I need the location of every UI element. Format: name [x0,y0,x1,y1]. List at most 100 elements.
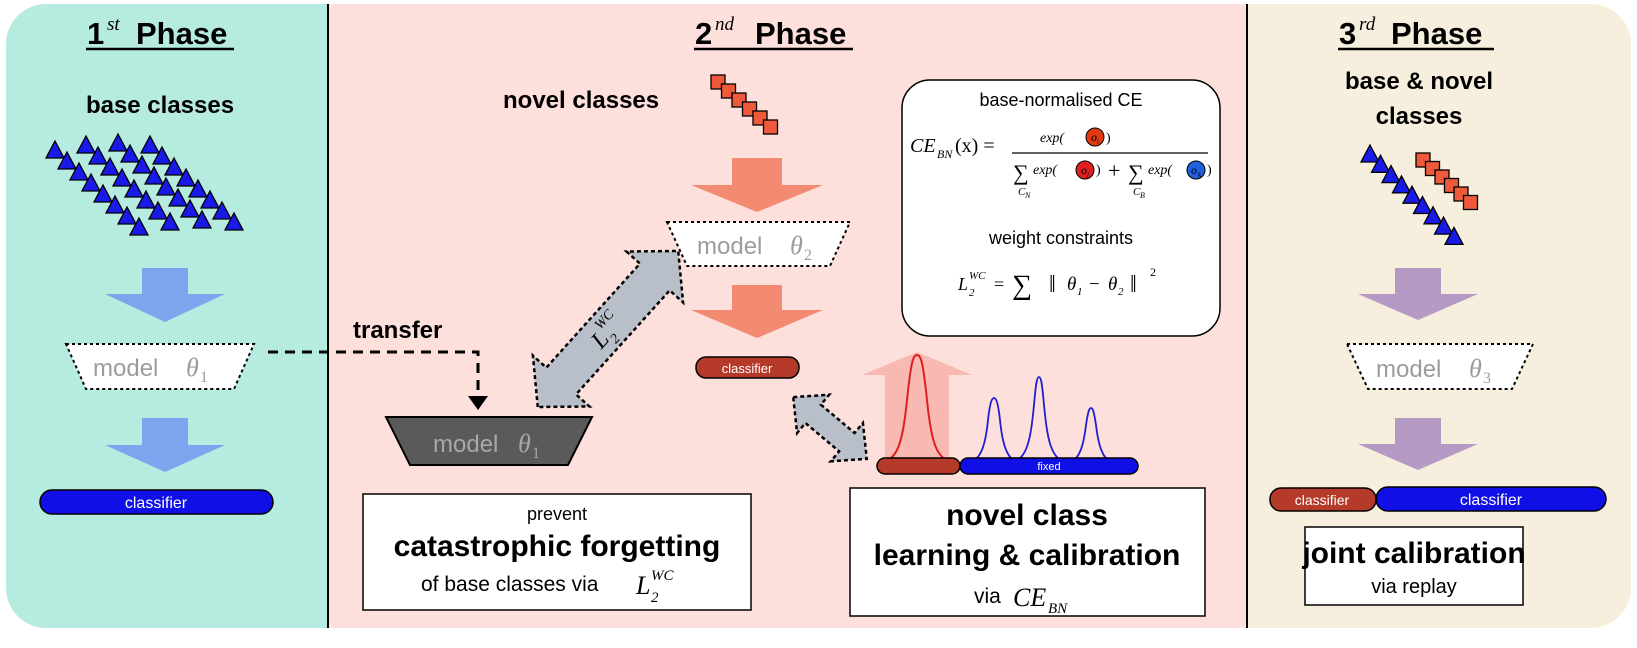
svg-text:3: 3 [1339,16,1356,51]
phase2-title: 2 nd Phase [694,14,853,51]
denom-close-2: ) [1207,163,1212,178]
wc-sum: ∑ [1012,270,1032,301]
base-class-gaussian-2 [1009,376,1069,463]
phase2-novel-classes-label: novel classes [503,87,659,114]
weight-constraints-title: weight constraints [988,228,1133,248]
wc-sq: 2 [1150,265,1156,279]
denom-oj: o [1081,163,1087,177]
phase1-panel-fill [280,4,330,628]
novel-learning-line1: novel class [946,499,1108,532]
wc-theta2-sub: 2 [1118,286,1124,298]
calibration-double-arrow [791,393,869,463]
svg-text:1: 1 [87,16,104,51]
forgetting-box-small: prevent [527,504,587,524]
phase2-theta: θ [790,231,803,260]
phase3-arrow-down-1 [1358,268,1478,320]
svg-text:rd: rd [1359,14,1376,35]
novel-learning-ce: CE [1013,583,1046,612]
denom-plus: + [1108,158,1120,183]
novel-learning-via: via [974,585,1001,608]
denom-sum-n-sub: C [1018,186,1026,198]
svg-text:Phase: Phase [755,16,846,51]
numer-close: ) [1106,131,1111,146]
denom-sum-n-sub-sub: N [1024,191,1031,200]
phase2-old-model-label: model [433,431,498,458]
square-icon [1462,194,1479,211]
phase3-classifiers: classifier classifier [1269,486,1607,512]
phase1-model-label: model [93,355,158,382]
denom-exp-2: exp( [1148,163,1173,178]
formula-box: base-normalised CE CE BN (x) = exp( o i … [901,79,1221,337]
transfer-arrow-head [468,396,488,410]
phase3-theta: θ [1469,354,1482,383]
novel-learning-line2: learning & calibration [874,539,1181,572]
phase2-old-model: model θ 1 [384,416,594,466]
phase1-title: 1 st Phase [86,14,234,51]
denom-ok: o [1191,163,1197,177]
transfer-label: transfer [353,317,442,344]
svg-text:st: st [107,14,120,35]
forgetting-box-L-sub: 2 [651,590,659,606]
phase1-model: model θ 1 [64,343,256,390]
phase1-arrow-down-2 [105,418,225,472]
phase2-old-theta-sub: 1 [532,445,540,462]
svg-text:2: 2 [695,16,712,51]
weight-constraint-double-arrow: L 2 WC [531,249,685,409]
phase1-classifier: classifier [39,489,274,515]
novel-learning-box: novel class learning & calibration via C… [849,487,1206,617]
formula-title: base-normalised CE [979,90,1142,110]
denom-sum-n: ∑ [1013,160,1029,185]
forgetting-box-L: L [635,571,650,600]
svg-text:nd: nd [715,14,735,35]
phase3-classifier-left: classifier [1295,492,1350,508]
base-class-gaussian-3 [1067,407,1115,463]
phase3-classifier-right: classifier [1460,492,1523,509]
fixed-label: fixed [1037,461,1060,473]
numer-exp: exp( [1040,131,1065,146]
ce-lhs-sub: BN [937,147,953,161]
novel-learning-ce-sub: BN [1048,601,1068,617]
novel-class-gaussian [879,353,956,463]
phase3-panel [1247,4,1631,628]
denom-ok-sub: k [1198,171,1202,179]
phase2-arrow-down-1 [691,158,823,212]
calibration-up-arrow [862,352,972,466]
phase3-label-line2: classes [1376,103,1463,130]
base-class-gaussian-1 [967,397,1021,463]
joint-calibration-box: joint calibration via replay [1301,526,1526,606]
phase1-theta-sub: 1 [200,369,208,386]
wc-minus: − [1089,274,1100,295]
phase2-calibration-classifiers: fixed [876,457,1139,475]
phase2-theta-sub: 2 [804,247,812,264]
forgetting-box-L-sup: WC [651,568,674,584]
wc-theta1-sub: 1 [1077,286,1083,298]
denom-sum-b-sub-sub: B [1140,191,1145,200]
phase3-arrow-down-2 [1358,418,1478,470]
wc-L-sub: 2 [969,287,975,299]
forgetting-box-big: catastrophic forgetting [394,530,721,563]
phase1-arrow-down-1 [105,268,225,322]
wc-eq: = [994,274,1004,294]
joint-calibration-big: joint calibration [1301,537,1525,570]
phase1-theta: θ [186,353,199,382]
denom-close-1: ) [1096,163,1101,178]
denom-oj-sub: j [1086,171,1089,179]
phase3-label-line1: base & novel [1345,68,1493,95]
phase3-model: model θ 3 [1345,343,1535,390]
svg-text:Phase: Phase [136,16,227,51]
forgetting-box: prevent catastrophic forgetting of base … [362,493,752,611]
phase3-theta-sub: 3 [1483,370,1491,387]
phase1-classifier-label: classifier [125,495,188,512]
transfer-arrow [268,350,480,398]
phase2-model-label: model [697,233,762,260]
joint-calibration-small: via replay [1371,576,1457,598]
wc-norm-close: ‖ [1130,272,1137,298]
phase2-novel-classifier: classifier [695,356,800,379]
phase3-title: 3 rd Phase [1338,14,1494,51]
phase2-classifier-label: classifier [722,361,773,376]
phase2-old-theta: θ [518,429,531,458]
denom-exp-1: exp( [1033,163,1058,178]
wc-theta1: θ [1067,274,1076,295]
phase2-arrow-down-2 [691,285,823,338]
